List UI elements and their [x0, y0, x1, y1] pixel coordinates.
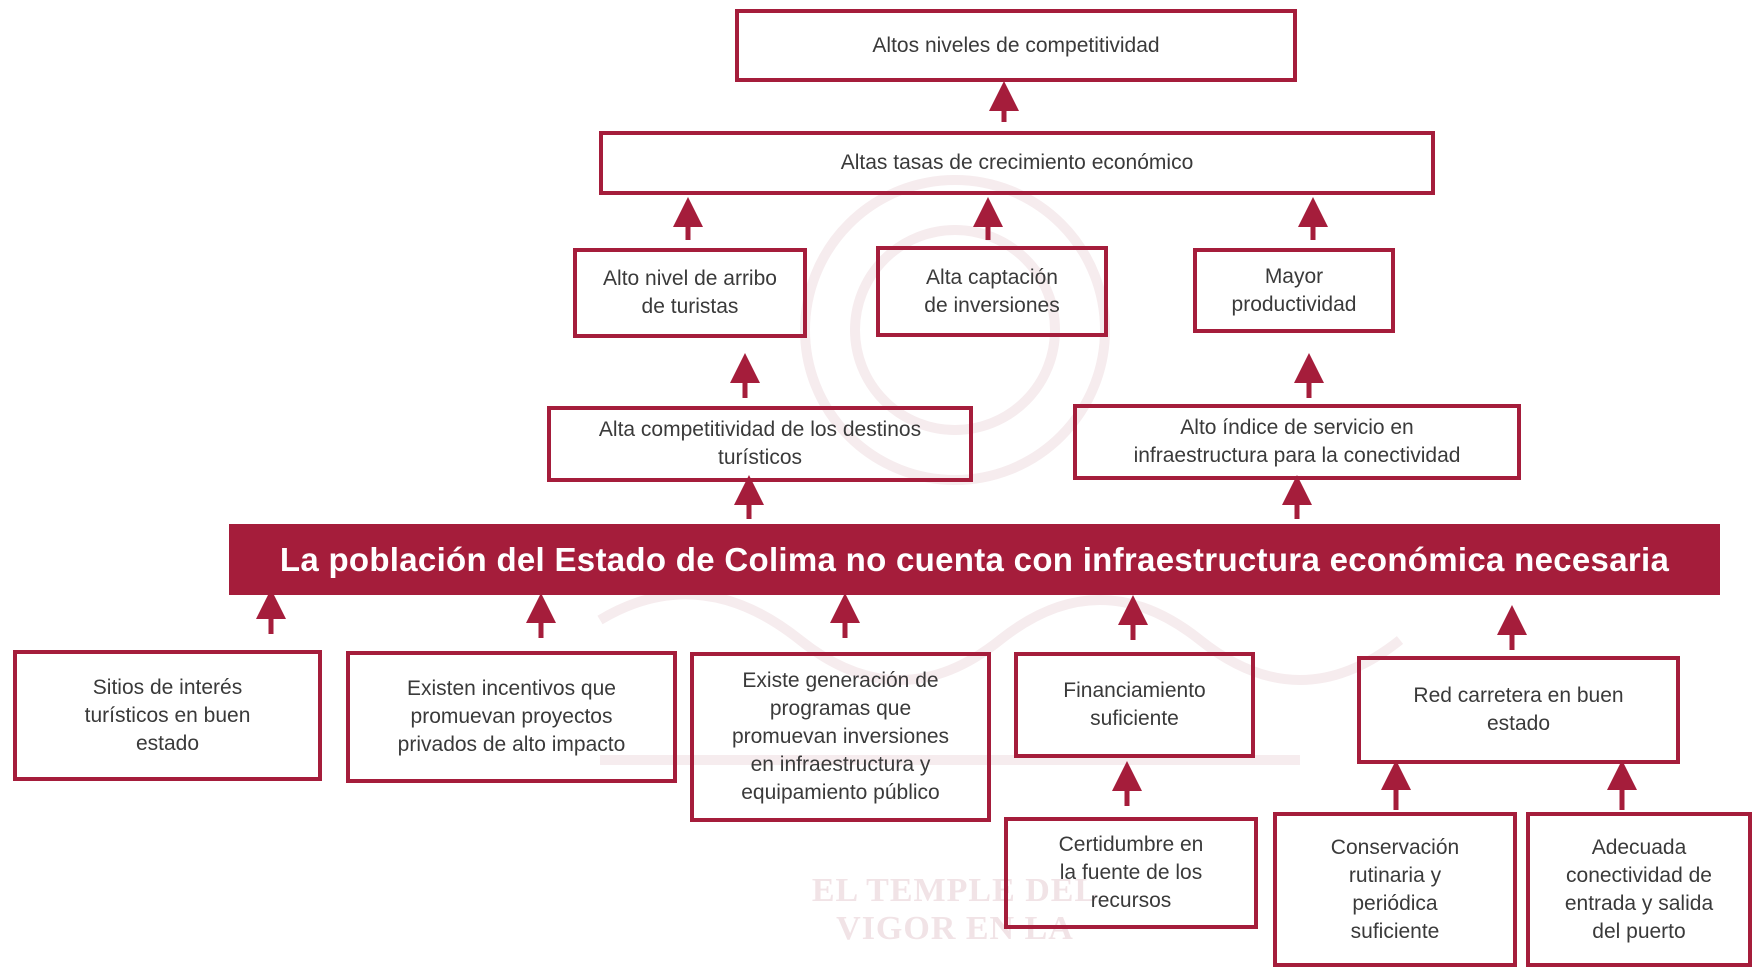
cause-label: Certidumbre en la fuente de los recursos — [1058, 833, 1204, 912]
effect-label: Alta captación de inversiones — [924, 265, 1060, 317]
effect-label: Altas tasas de crecimiento económico — [840, 151, 1194, 174]
cause-label: Existe generación de programas que promu… — [731, 669, 950, 804]
effect-label: Alto índice de servicio en infraestructu… — [1133, 416, 1461, 467]
cause-certidumbre: Certidumbre en la fuente de los recursos — [1004, 817, 1258, 929]
effect-label: Mayor productividad — [1231, 264, 1357, 316]
cause-sitios: Sitios de interés turísticos en buen est… — [13, 650, 322, 781]
cause-puerto: Adecuada conectividad de entrada y salid… — [1526, 812, 1752, 967]
cause-incentivos: Existen incentivos que promuevan proyect… — [346, 651, 677, 783]
effect-label: Alto nivel de arribo de turistas — [603, 267, 777, 318]
effect-destinos: Alta competitividad de los destinos turí… — [547, 406, 973, 482]
effect-conectividad: Alto índice de servicio en infraestructu… — [1073, 404, 1521, 480]
effect-competitividad: Altos niveles de competitividad — [735, 9, 1297, 82]
cause-label: Red carretera en buen estado — [1413, 684, 1624, 735]
cause-label: Conservación rutinaria y periódica sufic… — [1330, 835, 1460, 943]
effect-label: Altos niveles de competitividad — [872, 33, 1160, 57]
effect-label: Alta competitividad de los destinos turí… — [598, 418, 922, 469]
cause-financiamiento: Financiamiento suficiente — [1014, 652, 1255, 758]
cause-conservacion: Conservación rutinaria y periódica sufic… — [1273, 812, 1517, 967]
cause-label: Sitios de interés turísticos en buen est… — [84, 675, 251, 755]
effect-turistas: Alto nivel de arribo de turistas — [573, 248, 807, 338]
effect-inversiones: Alta captación de inversiones — [876, 246, 1108, 337]
cause-red-carretera: Red carretera en buen estado — [1357, 656, 1680, 764]
cause-label: Financiamiento suficiente — [1063, 679, 1206, 730]
cause-label: Adecuada conectividad de entrada y salid… — [1564, 835, 1714, 943]
central-problem-banner: La población del Estado de Colima no cue… — [229, 524, 1720, 595]
effect-productividad: Mayor productividad — [1193, 248, 1395, 333]
cause-label: Existen incentivos que promuevan proyect… — [397, 677, 626, 756]
effect-crecimiento: Altas tasas de crecimiento económico — [599, 131, 1435, 195]
cause-programas: Existe generación de programas que promu… — [690, 652, 991, 822]
